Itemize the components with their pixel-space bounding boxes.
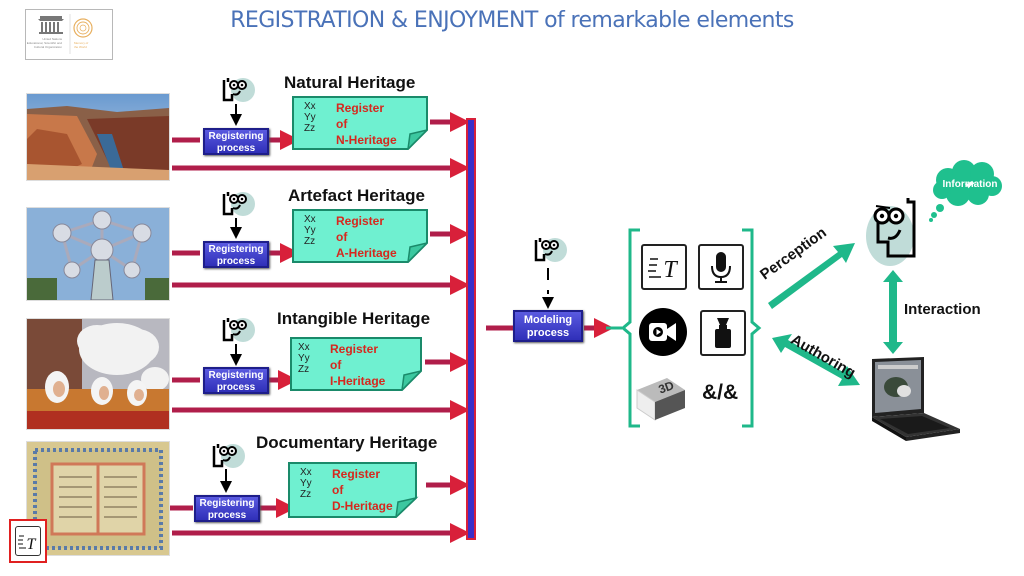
person-icon bbox=[222, 192, 255, 216]
perception-arrow bbox=[768, 243, 855, 309]
information-thought-cloud: Information bbox=[928, 158, 1004, 224]
svg-text:T: T bbox=[663, 257, 678, 283]
combine-label: &/& bbox=[702, 381, 739, 404]
carnival-gilles-photo bbox=[26, 318, 170, 430]
camera-icon[interactable] bbox=[700, 310, 746, 356]
manuscript-photo bbox=[26, 441, 170, 556]
interaction-label: Interaction bbox=[904, 301, 981, 318]
laptop-image bbox=[872, 357, 960, 441]
person-icon bbox=[534, 238, 567, 262]
3d-cube-icon[interactable]: 3D bbox=[633, 368, 689, 424]
svg-text:T: T bbox=[27, 536, 37, 553]
microphone-icon[interactable] bbox=[698, 244, 744, 290]
section-title-documentary: Documentary Heritage bbox=[256, 433, 438, 452]
atomium-photo bbox=[26, 207, 170, 301]
authoring-arrow bbox=[772, 334, 860, 386]
page-title: REGISTRATION & ENJOYMENT of remarkable e… bbox=[230, 8, 794, 33]
svg-text:Memory of: Memory of bbox=[74, 41, 88, 45]
text-icon[interactable]: T bbox=[641, 244, 687, 290]
teal-arrows bbox=[768, 243, 903, 386]
unesco-logo: United Nations Educational, Scientific a… bbox=[25, 9, 113, 60]
logo-text: United Nations bbox=[42, 37, 62, 41]
section-title-artefact: Artefact Heritage bbox=[288, 186, 425, 205]
person-icon bbox=[222, 318, 255, 342]
grand-canyon-photo bbox=[26, 93, 170, 181]
collection-bus bbox=[466, 118, 476, 540]
video-camera-icon[interactable] bbox=[638, 307, 688, 357]
section-title-intangible: Intangible Heritage bbox=[277, 309, 431, 328]
person-icon bbox=[212, 444, 245, 468]
unesco-temple-icon: United Nations Educational, Scientific a… bbox=[27, 14, 93, 54]
svg-text:Cultural Organization: Cultural Organization bbox=[34, 45, 63, 49]
person-icon bbox=[222, 78, 255, 102]
user-person-icon bbox=[866, 198, 916, 266]
text-annotation-tag[interactable]: T bbox=[9, 519, 47, 563]
svg-text:Educational, Scientific and: Educational, Scientific and bbox=[27, 41, 63, 45]
section-title-natural: Natural Heritage bbox=[284, 73, 416, 92]
information-label: Information bbox=[942, 179, 998, 190]
media-bracket bbox=[620, 228, 762, 428]
svg-text:3D: 3D bbox=[657, 378, 677, 397]
interaction-arrow bbox=[883, 270, 903, 354]
text-icon: T bbox=[15, 526, 41, 556]
svg-text:the World: the World bbox=[74, 45, 87, 49]
